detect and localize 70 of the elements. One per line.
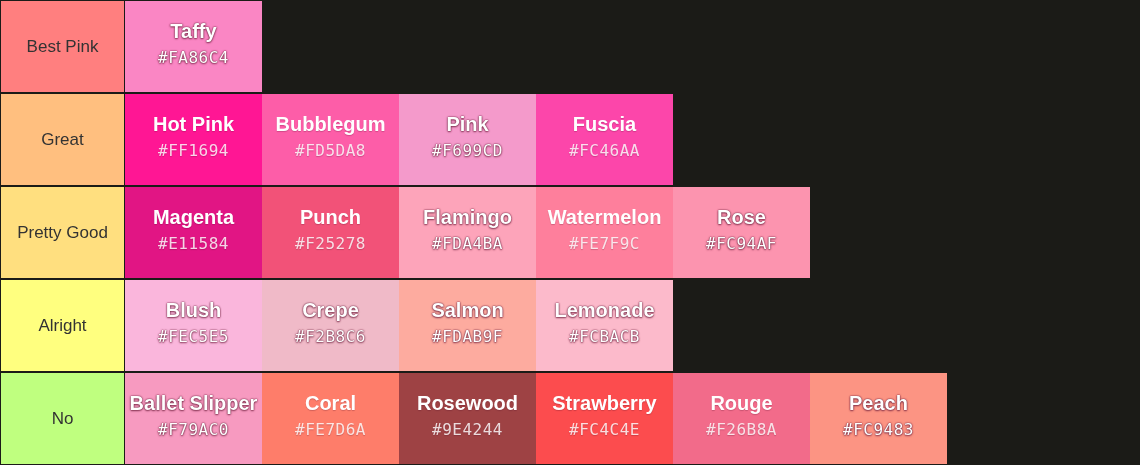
color-name: Rosewood (416, 392, 519, 414)
color-tile (399, 280, 536, 371)
color-name: Magenta (152, 206, 235, 228)
color-name: Ballet Slipper (129, 392, 258, 414)
hex-code: #FEC5E5 (158, 327, 229, 346)
color-name: Hot Pink (152, 113, 235, 135)
hex-code: #FF1694 (158, 141, 229, 160)
hex-code: #F79AC0 (158, 420, 229, 439)
color-tile (125, 373, 262, 464)
hex-code: #FD5DA8 (295, 141, 366, 160)
hex-code: #FDAB9F (432, 327, 503, 346)
color-tile (262, 280, 399, 371)
color-name: Rose (717, 206, 766, 228)
color-name: Strawberry (552, 392, 657, 414)
hex-code: #FA86C4 (158, 48, 229, 67)
tier-label: No (51, 408, 74, 429)
color-tile (262, 373, 399, 464)
tier-cell (1, 187, 124, 278)
hex-code: #FC4C4E (569, 420, 640, 439)
color-tile (125, 280, 262, 371)
color-tile (399, 373, 536, 464)
color-tile (810, 373, 947, 464)
color-name: Taffy (170, 20, 217, 42)
color-name: Peach (849, 392, 908, 414)
color-name: Blush (165, 299, 222, 321)
tier-cell (1, 94, 124, 185)
color-tile (536, 187, 673, 278)
color-name: Crepe (302, 299, 359, 321)
color-name: Punch (299, 206, 362, 228)
hex-code: #FCBACB (569, 327, 640, 346)
hex-code: #F26B8A (706, 420, 777, 439)
color-name: Fuscia (572, 113, 637, 135)
tier-label: Best Pink (26, 36, 99, 57)
hex-code: #FC94AF (706, 234, 777, 253)
color-tile (673, 187, 810, 278)
color-name: Pink (446, 113, 489, 135)
hex-code: #FE7F9C (569, 234, 640, 253)
color-tile (262, 94, 399, 185)
color-tile (536, 94, 673, 185)
color-tile (125, 187, 262, 278)
color-name: Watermelon (547, 206, 662, 228)
hex-code: #F699CD (432, 141, 503, 160)
hex-code: #FE7D6A (295, 420, 366, 439)
color-tile (536, 373, 673, 464)
hex-code: #FC46AA (569, 141, 640, 160)
color-name: Bubblegum (275, 113, 386, 135)
hex-code: #F25278 (295, 234, 366, 253)
tier-cell (1, 373, 124, 464)
color-tile (673, 373, 810, 464)
hex-code: #F2B8C6 (295, 327, 366, 346)
hex-code: #E11584 (158, 234, 229, 253)
color-name: Lemonade (554, 299, 655, 321)
color-name: Rouge (710, 392, 773, 414)
hex-code: #FDA4BA (432, 234, 503, 253)
color-tile (262, 187, 399, 278)
hex-code: #FC9483 (843, 420, 914, 439)
color-tile (536, 280, 673, 371)
tier-label: Pretty Good (17, 222, 108, 243)
color-tile (125, 94, 262, 185)
tier-cell (1, 1, 124, 92)
color-tile (399, 187, 536, 278)
color-tile (125, 1, 262, 92)
tier-cell (1, 280, 124, 371)
color-name: Coral (304, 392, 357, 414)
color-tile (399, 94, 536, 185)
hex-code: #9E4244 (432, 420, 503, 439)
color-name: Flamingo (423, 206, 512, 228)
color-name: Salmon (431, 299, 504, 321)
tier-label: Great (41, 129, 84, 150)
tier-label: Alright (38, 315, 87, 336)
